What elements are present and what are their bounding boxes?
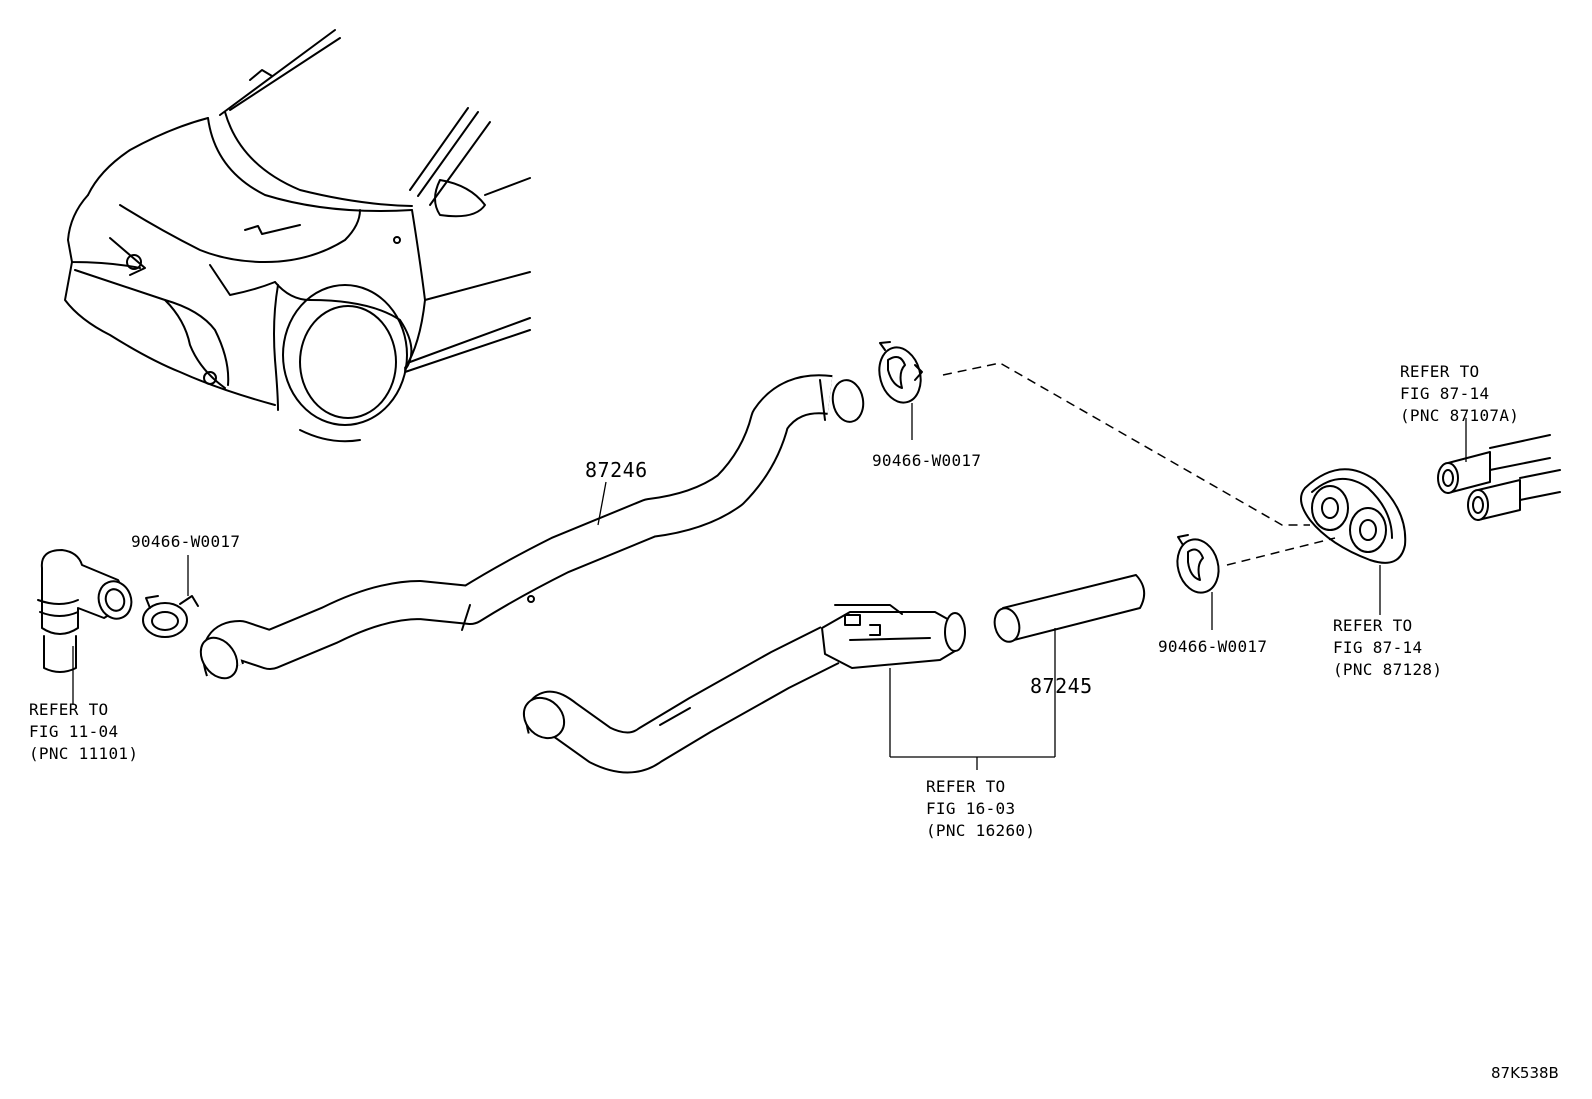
hose-with-connector: [522, 604, 966, 774]
refer-grommet-line1: REFER TO: [1333, 616, 1413, 635]
diagram-code: 87K538B: [1491, 1064, 1559, 1082]
route-line-top: [942, 362, 1310, 526]
refer-bottom-line1: REFER TO: [926, 777, 1006, 796]
refer-grommet-line3: (PNC 87128): [1333, 660, 1443, 679]
refer-left-line1: REFER TO: [29, 700, 109, 719]
vehicle-illustration: [64, 29, 531, 443]
refer-pipes-line2: FIG 87-14: [1400, 384, 1490, 403]
refer-bottom-line2: FIG 16-03: [926, 799, 1016, 818]
label-part-87245: 87245: [1030, 674, 1093, 698]
clamp-top: [878, 341, 923, 440]
refer-left-line3: (PNC 11101): [29, 744, 139, 763]
pipes: [1437, 418, 1561, 521]
refer-bottom-line3: (PNC 16260): [926, 821, 1036, 840]
clamp-left: [142, 555, 199, 638]
hose-87246: [199, 374, 865, 680]
label-clamp-left: 90466-W0017: [131, 532, 241, 551]
clamp-right: [1176, 534, 1220, 630]
route-line-bottom: [1226, 537, 1336, 566]
elbow-fitting: [37, 549, 133, 705]
grommet: [1300, 468, 1407, 615]
refer-left-line2: FIG 11-04: [29, 722, 119, 741]
label-clamp-right: 90466-W0017: [1158, 637, 1268, 656]
refer-pipes-line3: (PNC 87107A): [1400, 406, 1520, 425]
label-clamp-top: 90466-W0017: [872, 451, 982, 470]
refer-pipes-line1: REFER TO: [1400, 362, 1480, 381]
hose-87245: [993, 574, 1146, 757]
label-part-87246: 87246: [585, 458, 648, 482]
refer-grommet-line2: FIG 87-14: [1333, 638, 1423, 657]
